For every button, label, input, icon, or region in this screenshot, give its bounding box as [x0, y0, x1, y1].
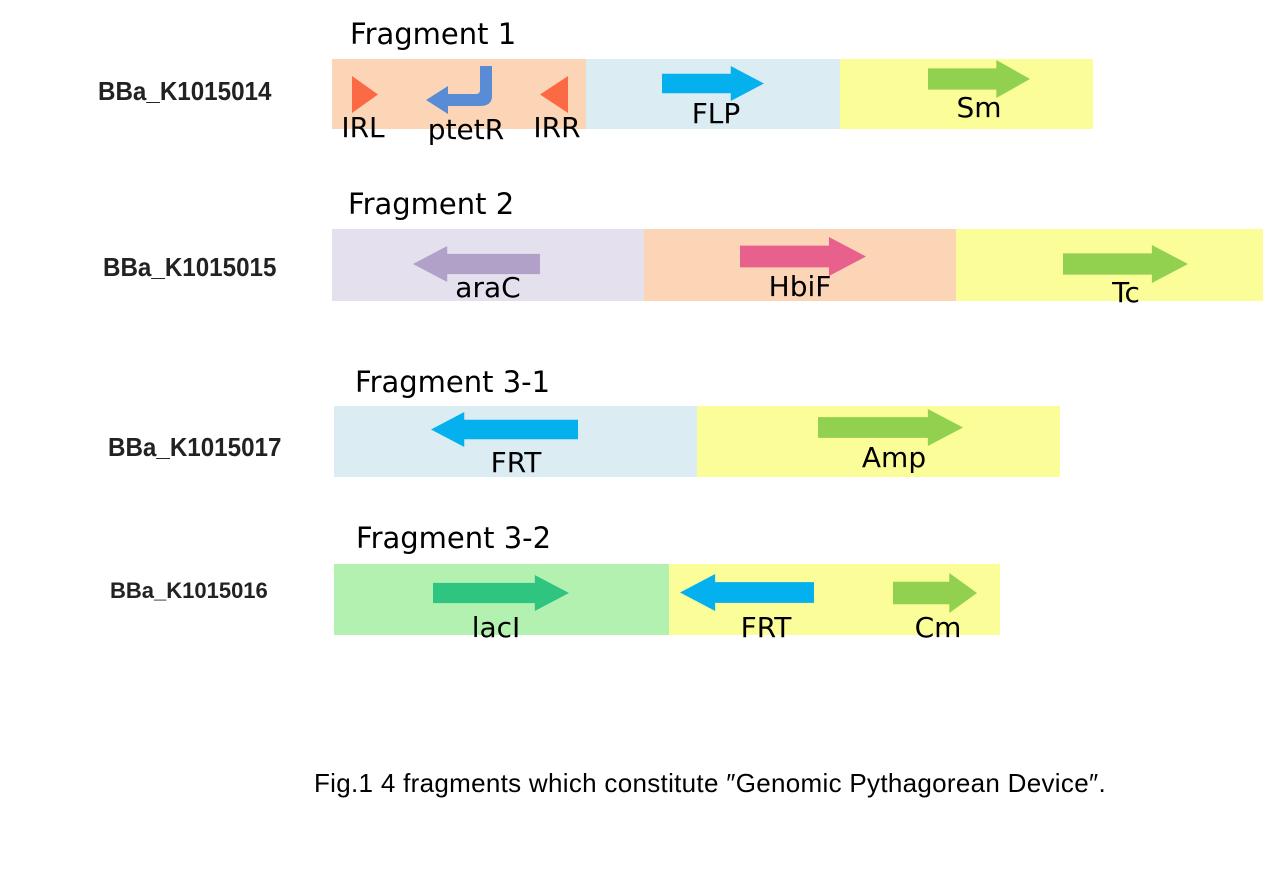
feature-label: IRR [533, 111, 581, 144]
gene-arrow-left-icon [413, 246, 540, 282]
inverted-repeat-triangle-icon [352, 76, 378, 113]
part-id-label: BBa_K1015015 [103, 252, 277, 282]
fragment-title: Fragment 3-1 [355, 365, 551, 399]
feature-label: HbiF [768, 270, 832, 303]
inverted-repeat-triangle-icon [540, 76, 568, 113]
gene-arrow-right-icon [1063, 245, 1188, 283]
gene-arrow-right-icon [662, 66, 764, 101]
feature-label: Tc [1112, 276, 1140, 309]
part-id-label: BBa_K1015017 [108, 432, 282, 462]
gene-arrow-left-icon [431, 412, 578, 447]
fragment-segment [586, 59, 840, 129]
fragment-title: Fragment 2 [348, 187, 515, 221]
figure-caption: Fig.1 4 fragments which constitute ″Geno… [314, 768, 1106, 798]
feature-label: FRT [490, 446, 542, 479]
feature-label: Amp [861, 441, 927, 474]
feature-label: Cm [914, 611, 962, 644]
feature-label: FLP [691, 97, 741, 130]
feature-label: IRL [341, 111, 385, 144]
gene-arrow-right-icon [893, 573, 977, 613]
part-id-label: BBa_K1015016 [110, 578, 268, 603]
gene-arrow-left-icon [680, 574, 814, 611]
gene-arrow-right-icon [928, 60, 1030, 98]
feature-label: Sm [956, 91, 1002, 124]
gene-arrow-right-icon [818, 409, 963, 446]
feature-label: FRT [740, 611, 792, 644]
feature-label: ptetR [427, 113, 505, 146]
fragment-segment [334, 406, 697, 477]
gene-arrow-right-icon [433, 575, 569, 611]
fragment-title: Fragment 1 [350, 17, 517, 51]
gene-arrow-right-icon [740, 237, 866, 276]
promoter-arrow-icon [426, 66, 492, 114]
feature-label: lacI [471, 611, 521, 644]
feature-label: araC [455, 271, 521, 304]
part-id-label: BBa_K1015014 [98, 76, 272, 106]
fragment-title: Fragment 3-2 [356, 521, 552, 555]
